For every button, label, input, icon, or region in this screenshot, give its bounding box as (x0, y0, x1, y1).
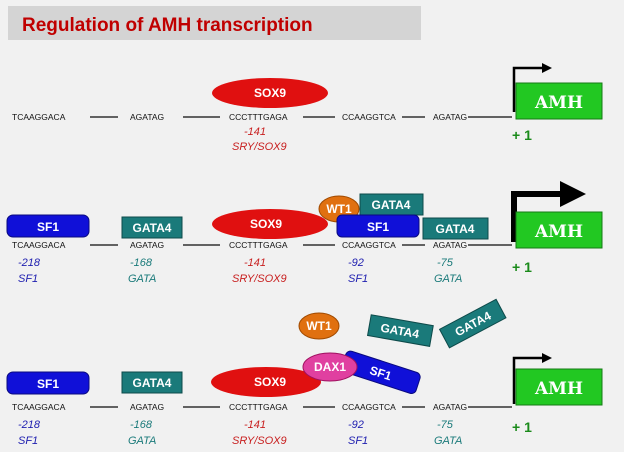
gata4-label: GATA4 (379, 321, 420, 342)
sf1-label: SF1 (368, 363, 394, 383)
seq-ccctttgaga: CCCTTTGAGA (229, 240, 288, 250)
position-label: -218 (18, 419, 41, 431)
site-label: SRY/SOX9 (232, 141, 287, 153)
seq-tcaaggaca: TCAAGGACA (12, 402, 66, 412)
site-label: SRY/SOX9 (232, 273, 287, 285)
dax1-label: DAX1 (314, 360, 346, 374)
site-label: GATA (434, 435, 462, 447)
wt1-label: WT1 (306, 319, 332, 333)
panel-1: TCAAGGACA AGATAG CCCTTTGAGA CCAAGGTCA AG… (12, 63, 603, 153)
seq-agatag-2: AGATAG (433, 112, 467, 122)
amh-label: AMH (534, 379, 583, 399)
seq-ccctttgaga: CCCTTTGAGA (229, 402, 288, 412)
dax1-protein: DAX1 (302, 352, 358, 382)
sox9-label: SOX9 (254, 86, 286, 100)
position-label: -218 (18, 257, 41, 269)
site-label: SF1 (18, 273, 38, 285)
seq-ccaaggtca: CCAAGGTCA (342, 112, 396, 122)
seq-ccctttgaga: CCCTTTGAGA (229, 112, 288, 122)
position-label: -141 (244, 126, 266, 138)
panel-2: TCAAGGACA AGATAG CCCTTTGAGA CCAAGGTCA AG… (6, 181, 603, 285)
sox9-protein: SOX9 (211, 367, 321, 397)
site-label: GATA (434, 273, 462, 285)
seq-agatag-2: AGATAG (433, 402, 467, 412)
site-label: SF1 (348, 435, 368, 447)
sf1-label: SF1 (367, 220, 389, 234)
sox9-protein: SOX9 (212, 78, 328, 108)
sox9-protein: SOX9 (212, 209, 328, 239)
gata4-label: GATA4 (436, 222, 475, 236)
title-bar: Regulation of AMH transcription (8, 6, 421, 40)
gata4-protein: GATA4 (422, 217, 489, 240)
seq-agatag-2: AGATAG (433, 240, 467, 250)
transcription-start: + 1 (512, 259, 532, 275)
seq-agatag: AGATAG (130, 240, 164, 250)
position-label: -75 (437, 419, 454, 431)
promoter-arrow (511, 181, 586, 242)
amh-gene: AMH (515, 368, 603, 406)
seq-ccaaggtca: CCAAGGTCA (342, 240, 396, 250)
gata4-label: GATA4 (133, 376, 172, 390)
sox9-label: SOX9 (250, 217, 282, 231)
transcription-start: + 1 (512, 419, 532, 435)
position-label: -92 (348, 419, 364, 431)
amh-label: AMH (534, 93, 583, 113)
site-label: GATA (128, 435, 156, 447)
transcription-start: + 1 (512, 127, 532, 143)
position-label: -92 (348, 257, 364, 269)
sox9-label: SOX9 (254, 375, 286, 389)
gata4-protein: GATA4 (438, 298, 507, 349)
seq-agatag: AGATAG (130, 112, 164, 122)
site-label: SF1 (18, 435, 38, 447)
gata4-label: GATA4 (133, 221, 172, 235)
diagram-title: Regulation of AMH transcription (22, 15, 313, 36)
position-label: -168 (130, 419, 153, 431)
gata4-protein: GATA4 (366, 314, 434, 347)
position-label: -141 (244, 257, 266, 269)
site-label: GATA (128, 273, 156, 285)
position-label: -75 (437, 257, 454, 269)
panel-3: TCAAGGACA AGATAG CCCTTTGAGA CCAAGGTCA AG… (6, 298, 603, 447)
seq-agatag: AGATAG (130, 402, 164, 412)
position-label: -141 (244, 419, 266, 431)
gata4-protein: GATA4 (359, 193, 424, 216)
seq-tcaaggaca: TCAAGGACA (12, 112, 66, 122)
sf1-label: SF1 (37, 377, 59, 391)
sf1-protein: SF1 (6, 214, 90, 238)
amh-gene: AMH (515, 211, 603, 249)
sf1-label: SF1 (37, 220, 59, 234)
amh-gene: AMH (515, 82, 603, 120)
gata4-label: GATA4 (372, 198, 411, 212)
wt1-protein: WT1 (298, 312, 340, 340)
seq-ccaaggtca: CCAAGGTCA (342, 402, 396, 412)
position-label: -168 (130, 257, 153, 269)
site-label: SRY/SOX9 (232, 435, 287, 447)
site-label: SF1 (348, 273, 368, 285)
promoter-arrow (512, 63, 552, 112)
sf1-protein: SF1 (6, 371, 90, 395)
gata4-protein: GATA4 (121, 216, 183, 239)
gata4-protein: GATA4 (121, 371, 183, 394)
amh-label: AMH (534, 222, 583, 242)
sf1-protein: SF1 (336, 214, 420, 238)
wt1-label: WT1 (326, 202, 352, 216)
promoter-arrow (512, 353, 552, 404)
seq-tcaaggaca: TCAAGGACA (12, 240, 66, 250)
